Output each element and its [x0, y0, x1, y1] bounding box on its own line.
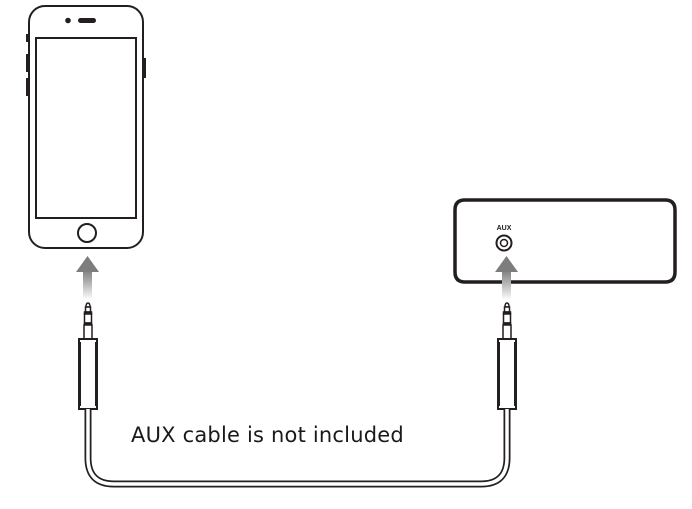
device-body — [453, 198, 677, 284]
volume-down-button — [26, 78, 29, 96]
phone-body — [28, 5, 144, 249]
left-aux-plug — [78, 302, 98, 410]
left-plug-housing — [78, 338, 98, 410]
right-plug-housing — [497, 338, 517, 410]
cable-note-caption: AUX cable is not included — [131, 423, 404, 447]
earpiece-speaker — [78, 18, 96, 23]
aux-port-jack — [499, 238, 509, 248]
right-aux-plug — [497, 302, 517, 410]
home-button — [77, 223, 97, 243]
arrow-up-icon — [495, 256, 518, 272]
smartphone — [26, 5, 146, 249]
aux-port-label: AUX — [497, 225, 512, 232]
arrow-to-phone — [76, 256, 99, 300]
aux-port-outer-ring — [495, 234, 513, 252]
power-button — [143, 58, 146, 78]
audio-device: AUX — [453, 198, 677, 284]
phone-screen — [35, 37, 137, 219]
aux-cable — [84, 409, 511, 488]
arrow-up-icon — [76, 256, 99, 272]
mute-switch — [26, 34, 29, 42]
front-camera — [65, 17, 71, 24]
arrow-to-device — [495, 256, 518, 300]
volume-up-button — [26, 54, 29, 72]
